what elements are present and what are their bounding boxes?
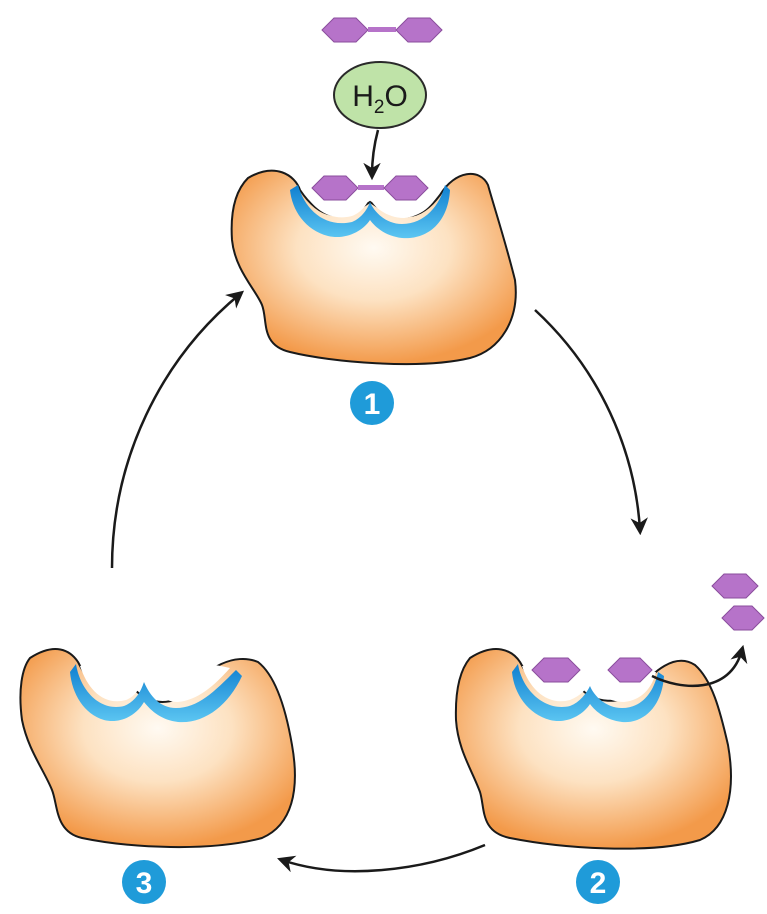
arrow-step1-to-step2 [535, 310, 640, 530]
substrate-hexagon [712, 574, 758, 598]
water-oval [334, 62, 426, 128]
free-substrate-top [322, 18, 442, 42]
water-arrow [372, 130, 378, 175]
enzyme-3 [20, 649, 294, 847]
enzyme-1 [232, 171, 516, 364]
arrow-step2-to-step3 [282, 845, 485, 871]
arrow-step3-to-step1 [112, 294, 240, 568]
substrate-hexagon [722, 606, 764, 630]
step-badge-3: 3 [122, 860, 166, 904]
substrate-hexagon [396, 18, 442, 42]
step-number-2: 2 [590, 867, 607, 900]
enzyme-2 [456, 649, 731, 849]
water-label-o: O [384, 80, 407, 113]
step-badge-1: 1 [350, 381, 394, 425]
water-label-h: H [352, 80, 374, 113]
step-badge-2: 2 [576, 860, 620, 904]
step-number-3: 3 [136, 867, 153, 900]
released-products [712, 574, 764, 630]
substrate-hexagon [322, 18, 368, 42]
water-label-subscript: 2 [374, 97, 385, 118]
step-number-1: 1 [364, 388, 381, 421]
water-molecule: H2O [334, 62, 426, 128]
